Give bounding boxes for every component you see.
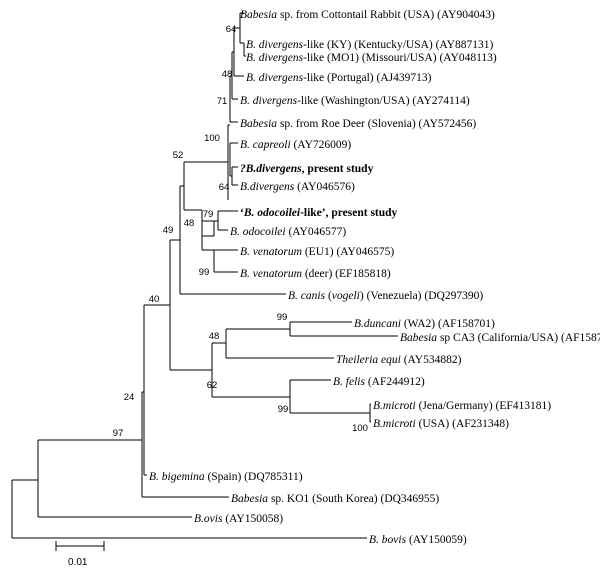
taxon-labels: Babesia sp. from Cottontail Rabbit (USA)… bbox=[149, 9, 600, 546]
taxon-label-microti-jena: B.microti (Jena/Germany) (EF413181) bbox=[373, 400, 551, 412]
bootstrap-value: 71 bbox=[217, 96, 228, 107]
taxon-label-missouri: B. divergens-like (MO1) (Missouri/USA) (… bbox=[246, 52, 497, 64]
bootstrap-value: 64 bbox=[226, 24, 237, 35]
taxon-label-ko1: Babesia sp. KO1 (South Korea) (DQ346955) bbox=[231, 493, 439, 505]
taxon-label-portugal: B. divergens-like (Portugal) (AJ439713) bbox=[246, 72, 432, 84]
taxon-label-capreoli: B. capreoli (AY726009) bbox=[240, 139, 351, 151]
tree-branches bbox=[11, 12, 398, 539]
scale-bar: 0.01 bbox=[55, 541, 105, 568]
taxon-label-divergens: B.divergens (AY046576) bbox=[240, 181, 355, 193]
bootstrap-value: 24 bbox=[124, 392, 135, 403]
taxon-label-microti-usa: B.microti (USA) (AF231348) bbox=[373, 418, 509, 430]
bootstrap-value: 99 bbox=[277, 312, 288, 323]
taxon-label-present-odocoilei: ‘B. odocoilei-like’, present study bbox=[240, 207, 398, 219]
taxon-label-washington: B. divergens-like (Washington/USA) (AY27… bbox=[240, 95, 470, 107]
bootstrap-value: 48 bbox=[184, 218, 195, 229]
bootstrap-value: 99 bbox=[199, 267, 210, 278]
bootstrap-value: 64 bbox=[219, 182, 230, 193]
bootstrap-values: 64 48 71 100 64 52 79 48 99 49 40 99 48 62 99 100 24 97 bbox=[113, 24, 368, 439]
bootstrap-value: 62 bbox=[207, 380, 218, 391]
taxon-label-venatorum-eu1: B. venatorum (EU1) (AY046575) bbox=[240, 246, 394, 258]
bootstrap-value: 40 bbox=[149, 294, 160, 305]
taxon-label-felis: B. felis (AF244912) bbox=[333, 376, 425, 388]
taxon-label-canis: B. canis (vogeli) (Venezuela) (DQ297390) bbox=[288, 290, 483, 302]
taxon-label-ca3: Babesia sp CA3 (California/USA) (AF15870… bbox=[400, 332, 600, 344]
bootstrap-value: 100 bbox=[204, 133, 220, 144]
bootstrap-value: 99 bbox=[278, 404, 289, 415]
bootstrap-value: 97 bbox=[113, 428, 124, 439]
bootstrap-value: 52 bbox=[173, 150, 184, 161]
bootstrap-value: 49 bbox=[163, 225, 174, 236]
taxon-label-roedeer: Babesia sp. from Roe Deer (Slovenia) (AY… bbox=[240, 118, 476, 130]
taxon-label-ovis: B.ovis (AY150058) bbox=[194, 513, 283, 525]
taxon-label-bovis: B. bovis (AY150059) bbox=[369, 534, 467, 546]
taxon-label-venatorum-deer: B. venatorum (deer) (EF185818) bbox=[240, 268, 391, 280]
taxon-label-odocoilei: B. odocoilei (AY046577) bbox=[230, 226, 346, 238]
bootstrap-value: 48 bbox=[222, 69, 233, 80]
taxon-label-duncani: B.duncani (WA2) (AF158701) bbox=[354, 318, 495, 330]
taxon-label-bigemina: B. bigemina (Spain) (DQ785311) bbox=[149, 471, 303, 483]
bootstrap-value: 79 bbox=[203, 209, 214, 220]
taxon-label-equi: Theileria equi (AY534882) bbox=[336, 354, 462, 366]
bootstrap-value: 48 bbox=[209, 331, 220, 342]
taxon-label-cottontail: Babesia sp. from Cottontail Rabbit (USA)… bbox=[240, 9, 495, 21]
scale-bar-label: 0.01 bbox=[68, 557, 88, 568]
bootstrap-value: 100 bbox=[352, 423, 368, 434]
taxon-label-kentucky: B. divergens-like (KY) (Kentucky/USA) (A… bbox=[246, 39, 493, 51]
taxon-label-present-divergens: ?B.divergens, present study bbox=[240, 163, 374, 175]
